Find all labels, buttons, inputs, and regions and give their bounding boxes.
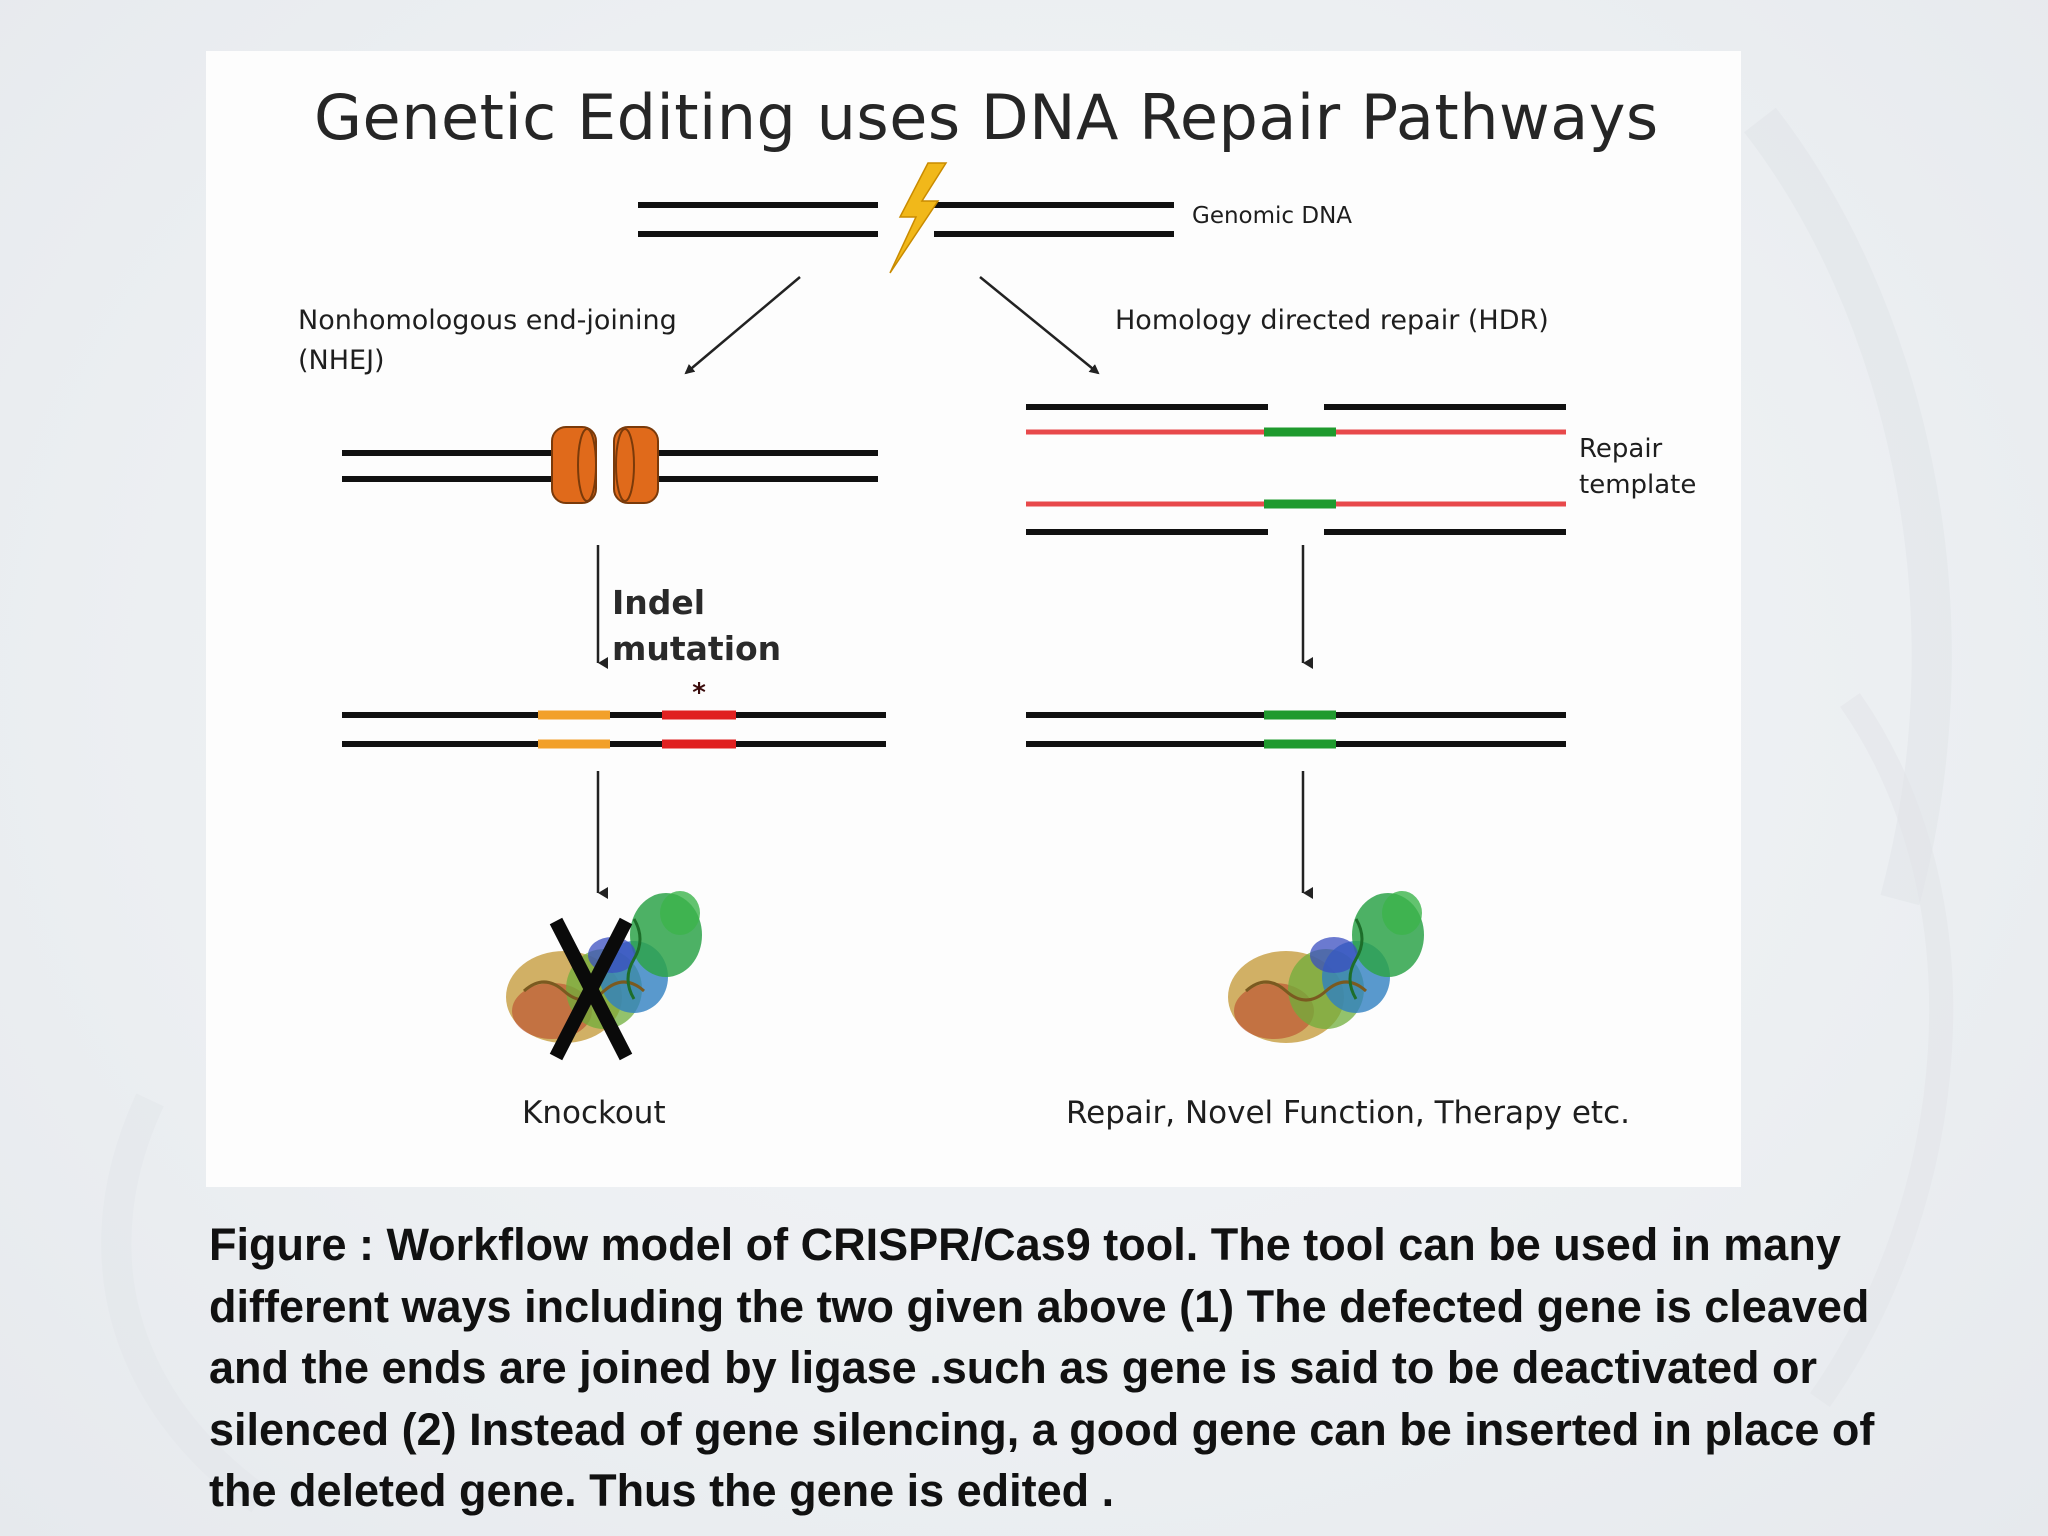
figure-title: Genetic Editing uses DNA Repair Pathways [314,81,1659,154]
hdr-dna-strands [1026,404,1566,535]
hdr-label: Homology directed repair (HDR) [1115,305,1549,336]
hdr-outcome-label: Repair, Novel Function, Therapy etc. [1066,1095,1630,1131]
mutation-label: mutation [612,629,782,668]
caption-line: Figure : Workflow model of CRISPR/Cas9 t… [209,1219,1841,1270]
arrow-to-nhej [684,276,801,375]
indel-asterisk: * [692,678,706,708]
repair-template-strands [1026,427,1566,509]
figure-panel: * [206,51,1741,1187]
nhej-label: Nonhomologous end-joining [298,305,677,336]
caption-line: silenced (2) Instead of gene silencing, … [209,1403,1875,1455]
nhej-dna-strands [342,450,878,482]
lightning-bolt-icon [889,162,948,274]
hdr-repaired-strands [1026,710,1566,749]
genomic-dna-strands [638,202,1174,237]
caption-line: and the ends are joined by ligase .such … [209,1342,1818,1393]
caption-line: the deleted gene. Thus the gene is edite… [209,1465,1115,1516]
nhej-abbrev-label: (NHEJ) [298,345,385,376]
caption-line: different ways including the two given a… [209,1280,1870,1332]
indel-label: Indel [612,583,706,622]
genomic-dna-label: Genomic DNA [1192,203,1353,229]
dna-repair-diagram: * [342,162,1566,1061]
repair-template-label-2: template [1579,470,1697,500]
figure-caption: Figure : Workflow model of CRISPR/Cas9 t… [209,1214,1909,1522]
nuclease-pair-icon [551,426,659,504]
knockout-label: Knockout [522,1095,666,1131]
nhej-indel-strands: * [342,678,886,749]
protein-structure-icon [1228,891,1424,1043]
arrow-to-hdr [979,276,1100,375]
knockout-x-icon [549,917,633,1061]
repair-template-label: Repair [1579,434,1663,464]
